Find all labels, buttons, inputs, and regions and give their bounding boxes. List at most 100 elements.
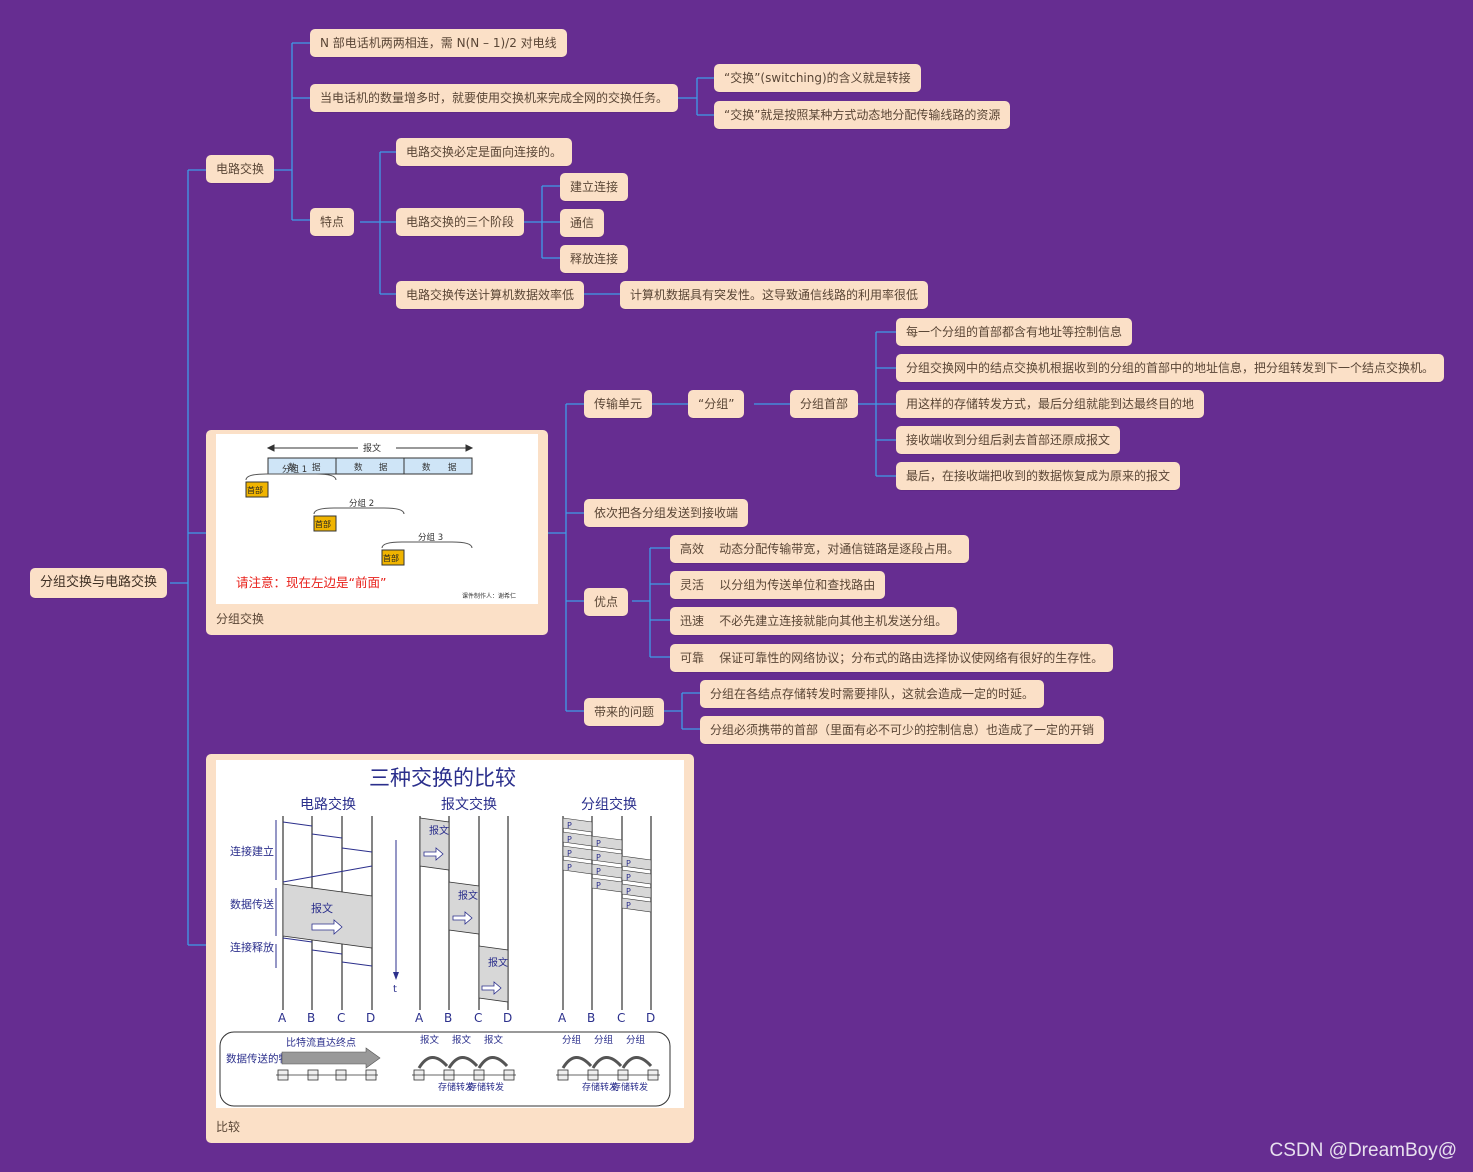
- segment-3a: 数: [422, 462, 431, 473]
- root-node[interactable]: 分组交换与电路交换: [30, 568, 168, 598]
- packet-p-1: P: [567, 821, 572, 830]
- column-message: 报文交换: [441, 796, 497, 813]
- phase-release-node[interactable]: 释放连接: [560, 245, 629, 273]
- message-v-3: 报文: [488, 956, 508, 969]
- segment-1a: 数: [288, 462, 297, 473]
- packet-p-9: P: [626, 859, 631, 868]
- segment-1b: 据: [312, 462, 321, 473]
- comparison-card[interactable]: 三种交换的比较 电路交换 报文交换 分组交换 报文 连接建立 数据传送: [206, 754, 694, 1143]
- credit-text: 课件制作人：谢希仁: [462, 592, 516, 600]
- packet-p-12: P: [626, 901, 631, 910]
- msg-word-2: 报文: [452, 1034, 472, 1046]
- advantage-reliable-node[interactable]: 可靠 保证可靠性的网络协议；分布式的路由选择协议使网络有很好的生存性。: [670, 644, 1114, 672]
- header-2-label: 首部: [315, 519, 331, 529]
- low-efficiency-node[interactable]: 电路交换传送计算机数据效率低: [396, 281, 585, 309]
- msg-word-3: 报文: [484, 1034, 504, 1046]
- many-phones-node[interactable]: 当电话机的数量增多时，就要使用交换机来完成全网的交换任务。: [310, 84, 679, 112]
- features-node[interactable]: 特点: [310, 208, 355, 236]
- segment-2a: 数: [354, 462, 363, 473]
- msg-word-1: 报文: [420, 1034, 440, 1046]
- packet-p-7: P: [596, 867, 601, 876]
- header-3-label: 首部: [383, 553, 399, 563]
- bottom-label-text: 数据传送的特点: [226, 1052, 300, 1065]
- group-node[interactable]: “分组”: [688, 390, 745, 418]
- message-node-c: C: [474, 1011, 482, 1025]
- note-text: 请注意：现在左边是“前面”: [236, 575, 386, 590]
- comparison-figure: 三种交换的比较 电路交换 报文交换 分组交换 报文 连接建立 数据传送: [216, 760, 684, 1108]
- segment-3b: 据: [448, 462, 457, 473]
- packet-2-label: 分组 2: [349, 498, 374, 509]
- switching-meaning-node[interactable]: “交换”(switching)的含义就是转接: [714, 64, 921, 92]
- packet-node-a: A: [558, 1011, 567, 1025]
- n-phones-node[interactable]: N 部电话机两两相连，需 N(N – 1)/2 对电线: [310, 29, 567, 57]
- advantage-efficient-node[interactable]: 高效 动态分配传输带宽，对通信链路是逐段占用。: [670, 535, 970, 563]
- packet-p-6: P: [596, 853, 601, 862]
- message-v-2: 报文: [458, 889, 478, 902]
- header-1-label: 首部: [247, 485, 263, 495]
- advantage-flexible-node[interactable]: 灵活 以分组为传送单位和查找路由: [670, 571, 886, 599]
- header-point-3-node[interactable]: 用这样的存储转发方式，最后分组就能到达最终目的地: [896, 390, 1205, 418]
- send-in-order-node[interactable]: 依次把各分组发送到接收端: [584, 499, 749, 527]
- circuit-switching-node[interactable]: 电路交换: [206, 155, 275, 183]
- switching-definition-node[interactable]: “交换”就是按照某种方式动态地分配传输线路的资源: [714, 101, 1011, 129]
- phase-communicate-node[interactable]: 通信: [560, 209, 605, 237]
- circuit-message-label: 报文: [311, 901, 333, 915]
- packet-node-d: D: [646, 1011, 655, 1025]
- packet-p-4: P: [567, 863, 572, 872]
- packet-node-c: C: [617, 1011, 625, 1025]
- store-forward-3: 存储转发: [582, 1081, 618, 1093]
- message-node-a: A: [415, 1011, 424, 1025]
- packet-p-11: P: [626, 887, 631, 896]
- bit-stream-label: 比特流直达终点: [286, 1036, 356, 1049]
- header-point-4-node[interactable]: 接收端收到分组后剥去首部还原成报文: [896, 426, 1121, 454]
- pkt-word-3: 分组: [626, 1034, 646, 1046]
- packet-p-5: P: [596, 839, 601, 848]
- phase-data-label: 数据传送: [230, 897, 274, 911]
- packet-switching-card[interactable]: 报文 数 据 数 据 数 据 分组 1 首部 分组 2 首部 分组 3 首部 请…: [206, 430, 548, 635]
- transfer-unit-node[interactable]: 传输单元: [584, 390, 653, 418]
- header-point-1-node[interactable]: 每一个分组的首部都含有地址等控制信息: [896, 318, 1133, 346]
- group-header-node[interactable]: 分组首部: [790, 390, 859, 418]
- header-point-2-node[interactable]: 分组交换网中的结点交换机根据收到的分组的首部中的地址信息，把分组转发到下一个结点…: [896, 354, 1445, 382]
- problems-node[interactable]: 带来的问题: [584, 698, 665, 726]
- packet-p-3: P: [567, 849, 572, 858]
- pkt-word-2: 分组: [594, 1034, 614, 1046]
- packet-p-2: P: [567, 835, 572, 844]
- store-forward-4: 存储转发: [612, 1081, 648, 1093]
- packet-card-caption: 分组交换: [216, 612, 265, 626]
- packet-p-8: P: [596, 881, 601, 890]
- packet-switching-figure: 报文 数 据 数 据 数 据 分组 1 首部 分组 2 首部 分组 3 首部 请…: [216, 434, 538, 604]
- message-node-d: D: [503, 1011, 512, 1025]
- circuit-node-a: A: [278, 1011, 287, 1025]
- column-packet: 分组交换: [581, 796, 637, 813]
- pkt-word-1: 分组: [562, 1034, 582, 1046]
- circuit-node-b: B: [307, 1011, 315, 1025]
- advantage-fast-node[interactable]: 迅速 不必先建立连接就能向其他主机发送分组。: [670, 607, 958, 635]
- connection-oriented-node[interactable]: 电路交换必定是面向连接的。: [396, 138, 573, 166]
- advantages-node[interactable]: 优点: [584, 588, 629, 616]
- phase-setup-label: 连接建立: [230, 844, 274, 858]
- problem-overhead-node[interactable]: 分组必须携带的首部（里面有必不可少的控制信息）也造成了一定的开销: [700, 716, 1105, 744]
- three-phases-node[interactable]: 电路交换的三个阶段: [396, 208, 525, 236]
- time-label: t: [393, 984, 397, 995]
- header-point-5-node[interactable]: 最后，在接收端把收到的数据恢复成为原来的报文: [896, 462, 1181, 490]
- comparison-card-caption: 比较: [216, 1120, 241, 1134]
- circuit-node-d: D: [366, 1011, 375, 1025]
- circuit-node-c: C: [337, 1011, 345, 1025]
- packet-3-label: 分组 3: [418, 532, 443, 543]
- message-v-1: 报文: [429, 824, 449, 837]
- phase-release-label: 连接释放: [230, 940, 274, 954]
- packet-p-10: P: [626, 873, 631, 882]
- store-forward-2: 存储转发: [468, 1081, 504, 1093]
- store-forward-1: 存储转发: [438, 1081, 474, 1093]
- message-node-b: B: [444, 1011, 452, 1025]
- segment-2b: 据: [379, 462, 388, 473]
- packet-node-b: B: [587, 1011, 595, 1025]
- message-label: 报文: [363, 442, 381, 454]
- comparison-title: 三种交换的比较: [369, 766, 516, 790]
- problem-delay-node[interactable]: 分组在各结点存储转发时需要排队，这就会造成一定的时延。: [700, 680, 1045, 708]
- phase-setup-node[interactable]: 建立连接: [560, 173, 629, 201]
- bursty-data-node[interactable]: 计算机数据具有突发性。这导致通信线路的利用率很低: [620, 281, 929, 309]
- column-circuit: 电路交换: [300, 796, 356, 813]
